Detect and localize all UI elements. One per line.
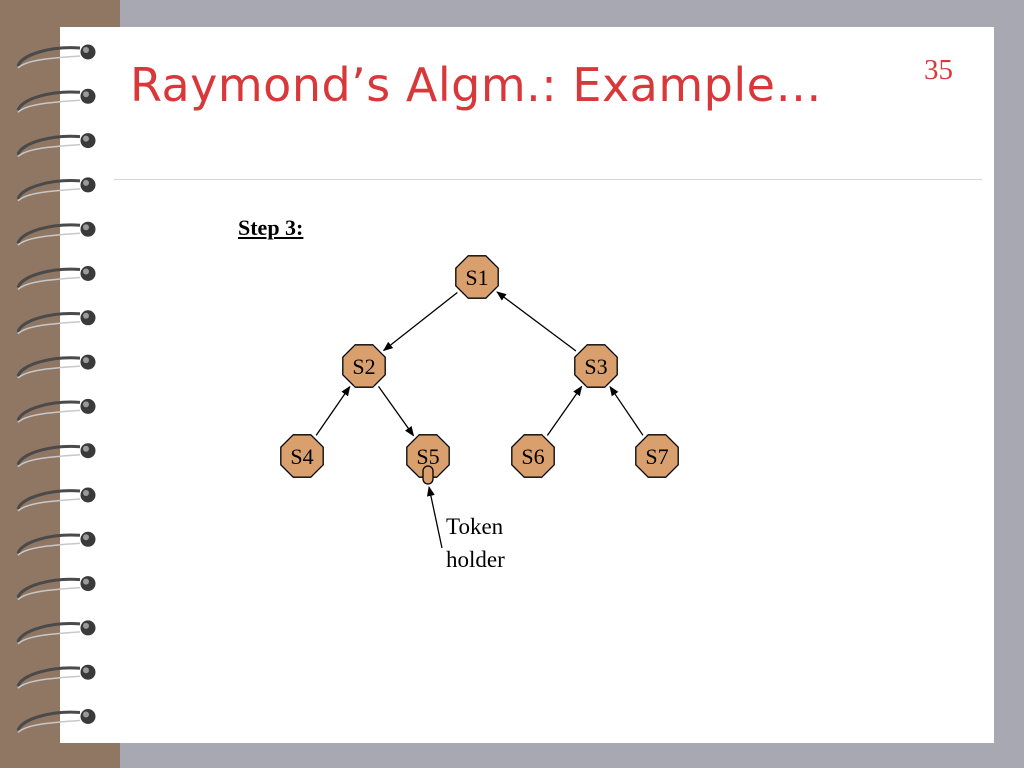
token-marker [422, 465, 434, 485]
node-s6: S6 [511, 434, 555, 478]
spiral-ring [16, 221, 96, 246]
spiral-ring [16, 443, 96, 468]
slide-page [60, 27, 994, 743]
spiral-ring [16, 664, 96, 689]
token-holder-callout-arrow [426, 486, 443, 549]
edge-s3-to-s1 [496, 291, 577, 352]
node-s4: S4 [280, 434, 324, 478]
title-divider [114, 179, 982, 180]
spiral-binding [16, 44, 96, 734]
spiral-ring [16, 266, 96, 291]
spiral-ring [16, 354, 96, 379]
spiral-ring [16, 487, 96, 512]
node-s5-label: S5 [416, 444, 439, 469]
node-s2-label: S2 [352, 354, 375, 379]
node-s5: S5 [406, 434, 450, 478]
spiral-ring [16, 709, 96, 734]
node-s4-label: S4 [290, 444, 313, 469]
page-number: 35 [924, 54, 953, 86]
node-s2-shape [342, 344, 386, 388]
node-s3-shape [574, 344, 618, 388]
step-label: Step 3: [238, 215, 304, 240]
node-s1-shape [455, 255, 499, 299]
spiral-ring [16, 44, 96, 69]
token-holder-label: Token holder [446, 510, 526, 576]
spiral-ring [16, 620, 96, 645]
node-s3-label: S3 [584, 354, 607, 379]
node-s7-label: S7 [645, 444, 668, 469]
node-s1-label: S1 [465, 265, 488, 290]
slide-title: Raymond’s Algm.: Example… [130, 58, 822, 112]
node-s1: S1 [455, 255, 499, 299]
edge-s7-to-s3 [609, 385, 644, 436]
edge-s1-to-s2 [382, 291, 458, 352]
spiral-ring [16, 133, 96, 158]
node-s4-shape [280, 434, 324, 478]
node-s3: S3 [574, 344, 618, 388]
token-holder-label-line2: holder [446, 547, 505, 572]
edge-s2-to-s5 [377, 385, 415, 437]
spiral-ring [16, 398, 96, 423]
node-s2: S2 [342, 344, 386, 388]
spiral-ring [16, 88, 96, 113]
spiral-ring [16, 310, 96, 335]
node-s6-label: S6 [521, 444, 544, 469]
edge-s4-to-s2 [315, 385, 351, 436]
node-s6-shape [511, 434, 555, 478]
token-holder-label-line1: Token [446, 514, 504, 539]
node-s7-shape [635, 434, 679, 478]
edge-s6-to-s3 [546, 385, 583, 436]
spiral-ring [16, 576, 96, 601]
node-s7: S7 [635, 434, 679, 478]
spiral-ring [16, 531, 96, 556]
spiral-ring [16, 177, 96, 202]
